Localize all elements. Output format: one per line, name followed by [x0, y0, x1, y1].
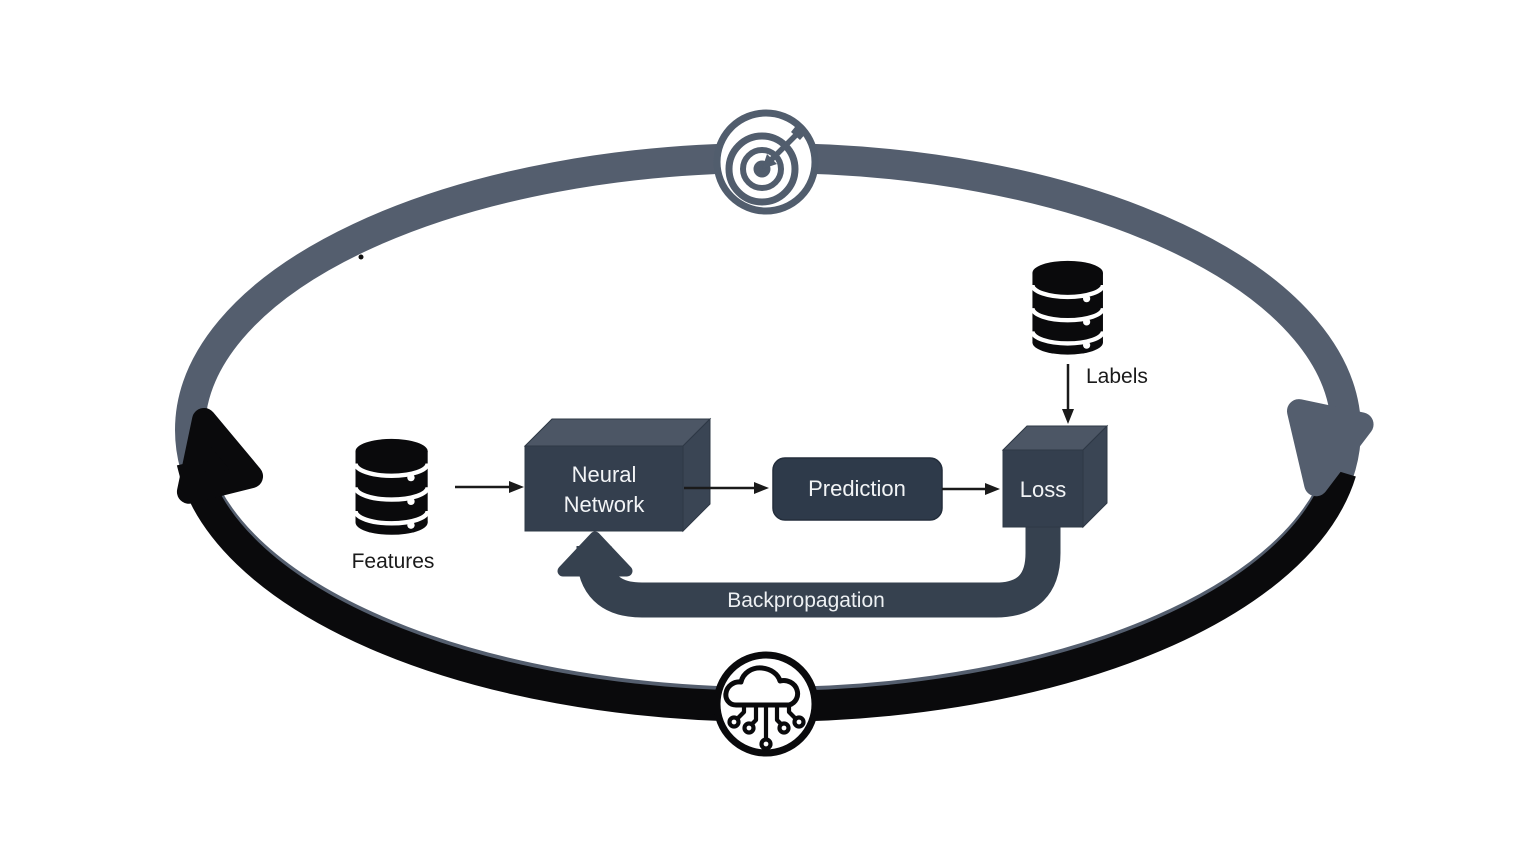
neural-network-label-line1: Neural: [572, 462, 637, 487]
features-node: Features: [352, 439, 435, 573]
neural-network-label-line2: Network: [564, 492, 646, 517]
cloud-network-icon: [713, 651, 819, 757]
features-label: Features: [352, 550, 435, 573]
loss-node: Loss: [1001, 424, 1109, 529]
loss-label: Loss: [1020, 477, 1066, 502]
cycle-arrowhead-down: [1286, 399, 1374, 497]
arrow-prediction-to-loss: [942, 483, 1000, 495]
arrow-features-to-nn: [455, 481, 524, 493]
target-icon: [713, 109, 819, 215]
flow-arrows: [455, 364, 1074, 495]
arrow-labels-to-loss: [1062, 364, 1074, 424]
prediction-node: Prediction: [772, 457, 943, 521]
labels-node: Labels: [1032, 261, 1148, 388]
cycle-arrowhead-up: [176, 407, 264, 504]
stray-dot: [358, 254, 364, 260]
database-icon: [1032, 261, 1103, 355]
backpropagation-arrow: Backpropagation: [557, 508, 1061, 618]
arrow-nn-to-prediction: [684, 482, 769, 494]
neural-network-node: Neural Network: [523, 417, 712, 533]
prediction-label: Prediction: [808, 476, 906, 501]
labels-label: Labels: [1086, 365, 1148, 388]
database-icon: [356, 439, 428, 535]
backpropagation-label: Backpropagation: [727, 589, 885, 612]
